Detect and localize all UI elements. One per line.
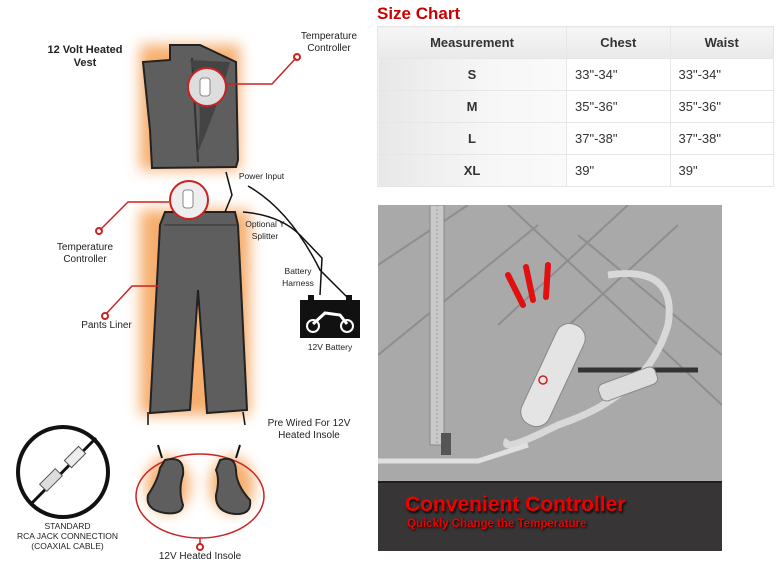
- size-cell: S: [377, 58, 567, 91]
- header-chest: Chest: [566, 26, 671, 59]
- table-row: S 33"-34" 33"-34": [377, 58, 774, 91]
- table-row: M 35"-36" 35"-36": [377, 90, 774, 123]
- table-row: L 37"-38" 37"-38": [377, 122, 774, 155]
- battery-harness-label: Battery Harness: [282, 266, 314, 288]
- rca-label-line-2: RCA JACK CONNECTION: [16, 531, 119, 541]
- controller-banner: Convenient Controller Quickly Change the…: [378, 481, 722, 551]
- insole-label: 12V Heated Insole: [158, 551, 242, 562]
- rca-label-line-1: STANDARD: [44, 521, 91, 531]
- header-measurement: Measurement: [377, 26, 567, 59]
- waist-cell: 39": [669, 154, 774, 187]
- banner-subtitle: Quickly Change the Temperature: [407, 518, 587, 530]
- pants-controller-label: Temperature Controller: [56, 242, 114, 265]
- size-chart-table: Measurement Chest Waist S 33"-34" 33"-34…: [377, 26, 774, 187]
- size-chart-title: Size Chart: [377, 4, 461, 23]
- diagram-illustration: [16, 44, 360, 551]
- size-cell: M: [377, 90, 567, 123]
- waist-cell: 35"-36": [669, 90, 774, 123]
- size-cell: XL: [377, 154, 567, 187]
- chest-cell: 37"-38": [566, 122, 671, 155]
- cable-icon: [147, 171, 351, 426]
- table-row: XL 39" 39": [377, 154, 774, 187]
- y-splitter-label: Optional Y Splitter: [245, 219, 285, 241]
- banner-title: Convenient Controller: [405, 493, 626, 516]
- vest-icon: [141, 44, 240, 170]
- power-input-label: Power Input: [238, 171, 285, 181]
- waist-cell: 37"-38": [669, 122, 774, 155]
- vest-title: 12 Volt Heated Vest: [47, 44, 123, 69]
- rca-label: STANDARD RCA JACK CONNECTION (COAXIAL CA…: [5, 521, 130, 551]
- waist-cell: 33"-34": [669, 58, 774, 91]
- pants-liner-label: Pants Liner: [81, 320, 132, 331]
- chest-cell: 39": [566, 154, 671, 187]
- header-waist: Waist: [669, 26, 774, 59]
- heated-gear-diagram: 12 Volt Heated Vest Temperature Controll…: [0, 0, 372, 573]
- controller-photo-image: [378, 205, 722, 481]
- table-header-row: Measurement Chest Waist: [377, 26, 774, 59]
- insole-left-icon: [146, 458, 185, 515]
- rca-label-line-3: (COAXIAL CABLE): [31, 541, 104, 551]
- controller-photo: Convenient Controller Quickly Change the…: [378, 205, 722, 551]
- battery-icon: [300, 295, 360, 338]
- chest-cell: 35"-36": [566, 90, 671, 123]
- prewired-label: Pre Wired For 12V Heated Insole: [267, 418, 351, 441]
- chest-cell: 33"-34": [566, 58, 671, 91]
- size-cell: L: [377, 122, 567, 155]
- pants-liner-icon: [148, 180, 249, 415]
- vest-controller-label: Temperature Controller: [300, 31, 358, 54]
- rca-connection-icon: [16, 425, 110, 519]
- insole-right-icon: [214, 457, 252, 516]
- battery-label: 12V Battery: [307, 342, 353, 352]
